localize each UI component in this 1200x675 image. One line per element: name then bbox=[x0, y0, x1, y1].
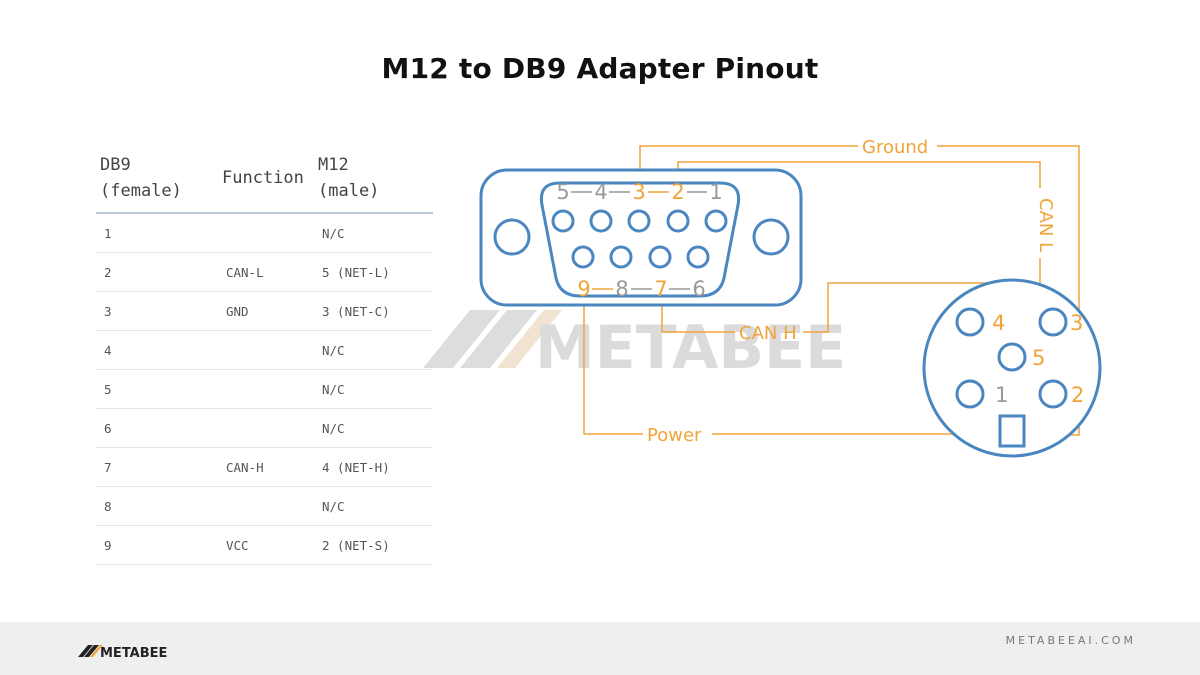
cell-function: GND bbox=[218, 291, 314, 331]
db9-pin-7: 7 bbox=[654, 277, 667, 301]
cell-m12: 4 (NET-H) bbox=[314, 447, 433, 487]
metabee-logo[interactable]: METABEE bbox=[78, 634, 168, 660]
cell-db9: 6 bbox=[96, 408, 218, 448]
can-l-label: CAN L bbox=[1035, 198, 1056, 252]
cell-db9: 2 bbox=[96, 252, 218, 292]
m12-pin-3: 3 bbox=[1070, 311, 1083, 335]
m12-pin-1: 1 bbox=[995, 383, 1008, 407]
cell-m12: 2 (NET-S) bbox=[314, 525, 433, 565]
cell-function: CAN-L bbox=[218, 252, 314, 292]
db9-pin-6: 6 bbox=[692, 277, 705, 301]
db9-pin-8: 8 bbox=[615, 277, 628, 301]
cell-function: CAN-H bbox=[218, 447, 314, 487]
cell-db9: 3 bbox=[96, 291, 218, 331]
table-row: 1 N/C bbox=[96, 213, 433, 253]
header-db9: DB9(female) bbox=[96, 150, 218, 214]
cell-m12: N/C bbox=[314, 486, 433, 526]
cell-function bbox=[218, 213, 314, 253]
watermark-text: METABEE bbox=[535, 313, 846, 383]
cell-function: VCC bbox=[218, 525, 314, 565]
cell-m12: 5 (NET-L) bbox=[314, 252, 433, 292]
db9-pin-4: 4 bbox=[594, 180, 607, 204]
db9-pin-2: 2 bbox=[671, 180, 684, 204]
page-title: M12 to DB9 Adapter Pinout bbox=[381, 52, 819, 85]
db9-connector bbox=[479, 168, 803, 307]
cell-m12: N/C bbox=[314, 408, 433, 448]
cell-db9: 4 bbox=[96, 330, 218, 370]
m12-pin-5: 5 bbox=[1032, 346, 1045, 370]
table-row: 8 N/C bbox=[96, 486, 433, 526]
watermark-logo: METABEE bbox=[423, 310, 846, 383]
cell-function bbox=[218, 369, 314, 409]
can-h-label: CAN H bbox=[739, 323, 797, 344]
cell-m12: N/C bbox=[314, 369, 433, 409]
cell-m12: 3 (NET-C) bbox=[314, 291, 433, 331]
table-row: 4 N/C bbox=[96, 330, 433, 370]
table-row: 5 N/C bbox=[96, 369, 433, 409]
table-header-row: DB9(female) Function M12(male) bbox=[96, 150, 433, 214]
footer-url-link[interactable]: METABEEAI.COM bbox=[1005, 634, 1136, 647]
ground-label: Ground bbox=[862, 137, 928, 158]
cell-db9: 5 bbox=[96, 369, 218, 409]
footer-logo-text: METABEE bbox=[100, 646, 167, 660]
m12-pin-labels: 4 3 5 1 2 bbox=[992, 311, 1084, 407]
cell-function bbox=[218, 330, 314, 370]
db9-pin-labels: 5 4 3 2 1 9 8 7 6 bbox=[556, 180, 722, 301]
cell-m12: N/C bbox=[314, 213, 433, 253]
db9-pin-9: 9 bbox=[577, 277, 590, 301]
m12-pin-4: 4 bbox=[992, 311, 1005, 335]
header-function: Function bbox=[218, 150, 314, 214]
table-row: 6 N/C bbox=[96, 408, 433, 448]
m12-connector bbox=[922, 278, 1102, 458]
cell-db9: 8 bbox=[96, 486, 218, 526]
db9-pin-5: 5 bbox=[556, 180, 569, 204]
db9-pin-dashes bbox=[571, 191, 707, 290]
power-label: Power bbox=[647, 425, 702, 446]
header-m12: M12(male) bbox=[314, 150, 433, 214]
cell-db9: 9 bbox=[96, 525, 218, 565]
m12-pin-2: 2 bbox=[1071, 383, 1084, 407]
cell-function bbox=[218, 408, 314, 448]
footer-bar: METABEE METABEEAI.COM bbox=[0, 622, 1200, 675]
cell-db9: 7 bbox=[96, 447, 218, 487]
cell-m12: N/C bbox=[314, 330, 433, 370]
db9-pin-3: 3 bbox=[632, 180, 645, 204]
cell-db9: 1 bbox=[96, 213, 218, 253]
db9-pin-1: 1 bbox=[709, 180, 722, 204]
cell-function bbox=[218, 486, 314, 526]
